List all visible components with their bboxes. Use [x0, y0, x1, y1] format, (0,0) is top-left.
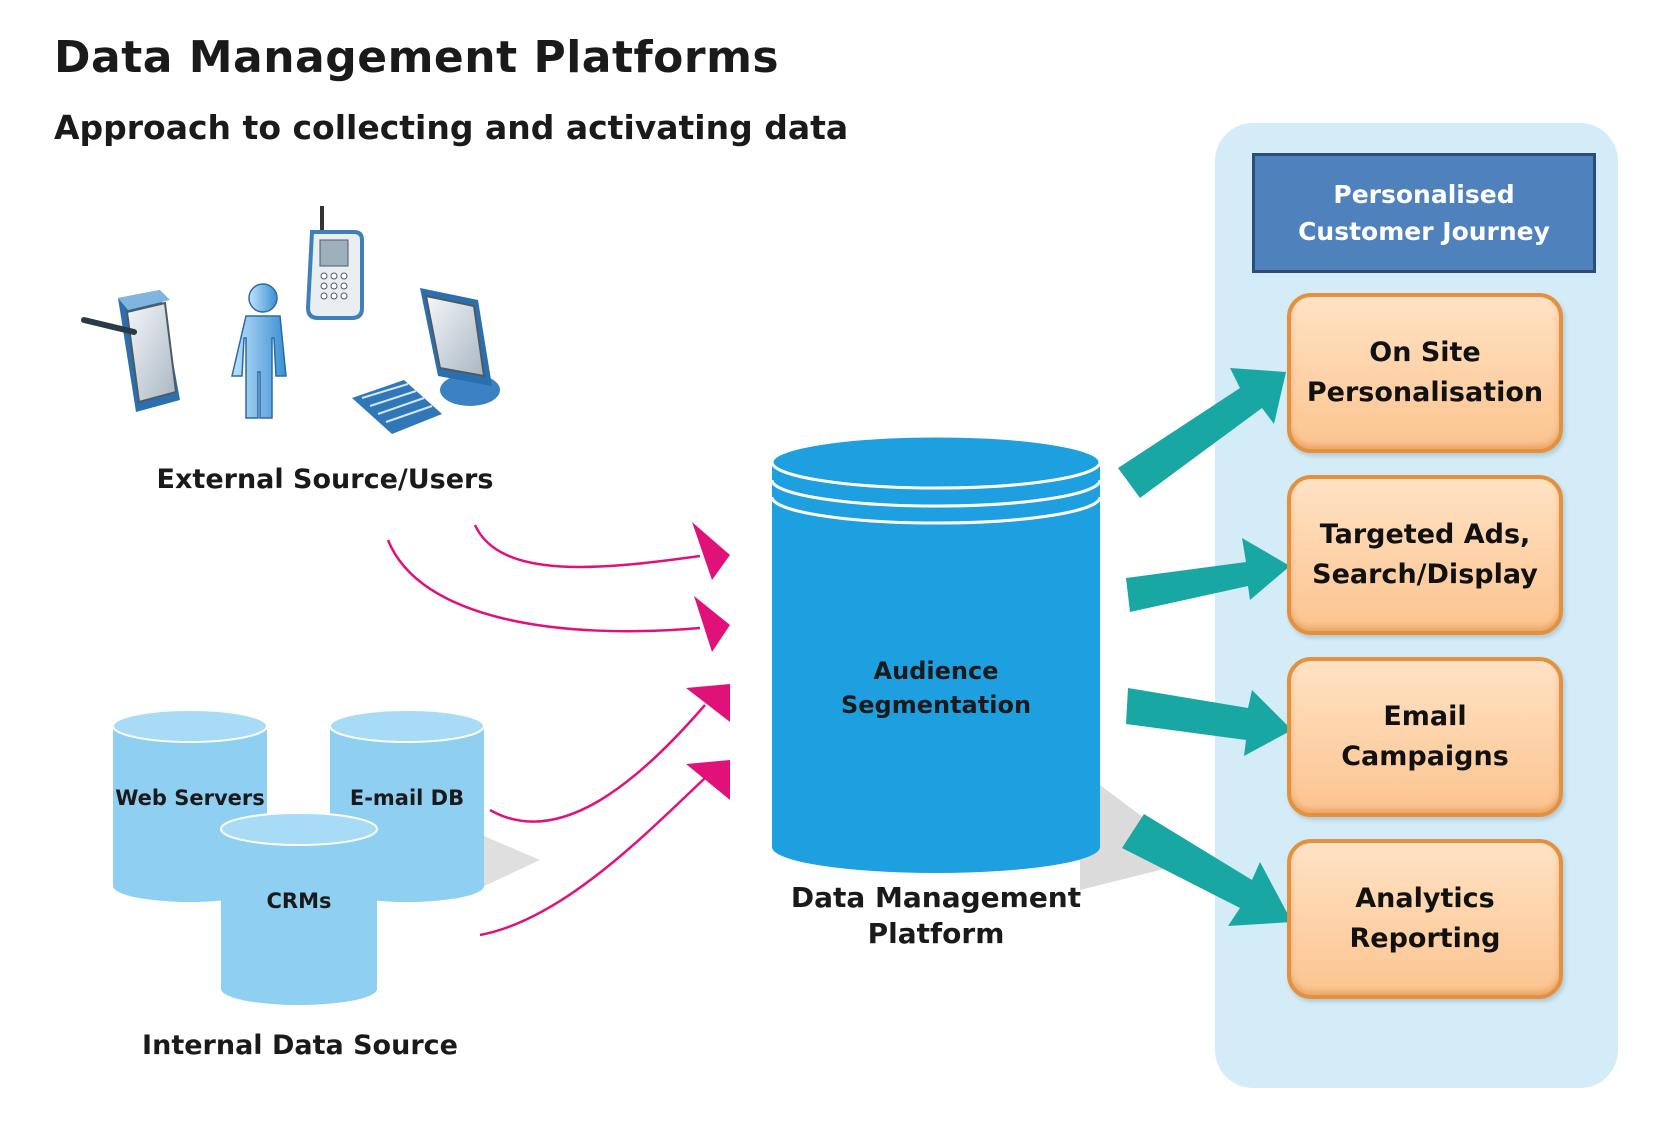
web-servers-label: Web Servers: [115, 786, 265, 810]
desktop-computer-icon: [352, 288, 500, 434]
pink-arrowhead-4: [686, 760, 730, 800]
page-title: Data Management Platforms: [54, 32, 780, 83]
targeted-ads-box: Targeted Ads, Search/Display: [1287, 475, 1563, 635]
dmp-cylinder: [770, 434, 1200, 890]
email-campaigns-box: Email Campaigns: [1287, 657, 1563, 817]
person-icon: [231, 283, 287, 419]
pink-connector-3: [489, 704, 706, 823]
internal-source-label: Internal Data Source: [142, 1030, 458, 1061]
external-source-label: External Source/Users: [156, 464, 494, 495]
crms-label: CRMs: [266, 889, 332, 913]
dmp-label: Data Management Platform: [790, 881, 1082, 951]
tablet-icon: [81, 290, 180, 412]
pink-arrowhead-2: [694, 596, 730, 652]
email-db-label: E-mail DB: [349, 786, 465, 810]
email-campaigns-label: Email Campaigns: [1341, 700, 1509, 773]
customer-journey-header-label: Personalised Customer Journey: [1298, 179, 1550, 247]
pink-connector-2: [386, 539, 701, 633]
mobile-phone-icon: [305, 206, 364, 320]
page-subtitle: Approach to collecting and activating da…: [54, 108, 849, 147]
pink-arrowhead-3: [686, 684, 730, 722]
pink-connector-1: [473, 524, 701, 569]
teal-arrow-email: [1126, 688, 1292, 756]
teal-arrow-analytics: [1122, 814, 1292, 926]
teal-arrow-on-site: [1118, 368, 1286, 498]
pink-arrowhead-1: [692, 522, 730, 580]
crms-cylinder: [220, 812, 378, 1005]
analytics-reporting-label: Analytics Reporting: [1349, 882, 1501, 955]
on-site-personalisation-box: On Site Personalisation: [1287, 293, 1563, 453]
dmp-inner-label: Audience Segmentation: [840, 657, 1032, 719]
analytics-reporting-box: Analytics Reporting: [1287, 839, 1563, 999]
customer-journey-header: Personalised Customer Journey: [1252, 153, 1596, 273]
on-site-personalisation-label: On Site Personalisation: [1306, 336, 1544, 409]
pink-connector-4: [479, 777, 706, 937]
teal-arrow-targeted-ads: [1126, 538, 1290, 612]
targeted-ads-label: Targeted Ads, Search/Display: [1312, 518, 1538, 591]
